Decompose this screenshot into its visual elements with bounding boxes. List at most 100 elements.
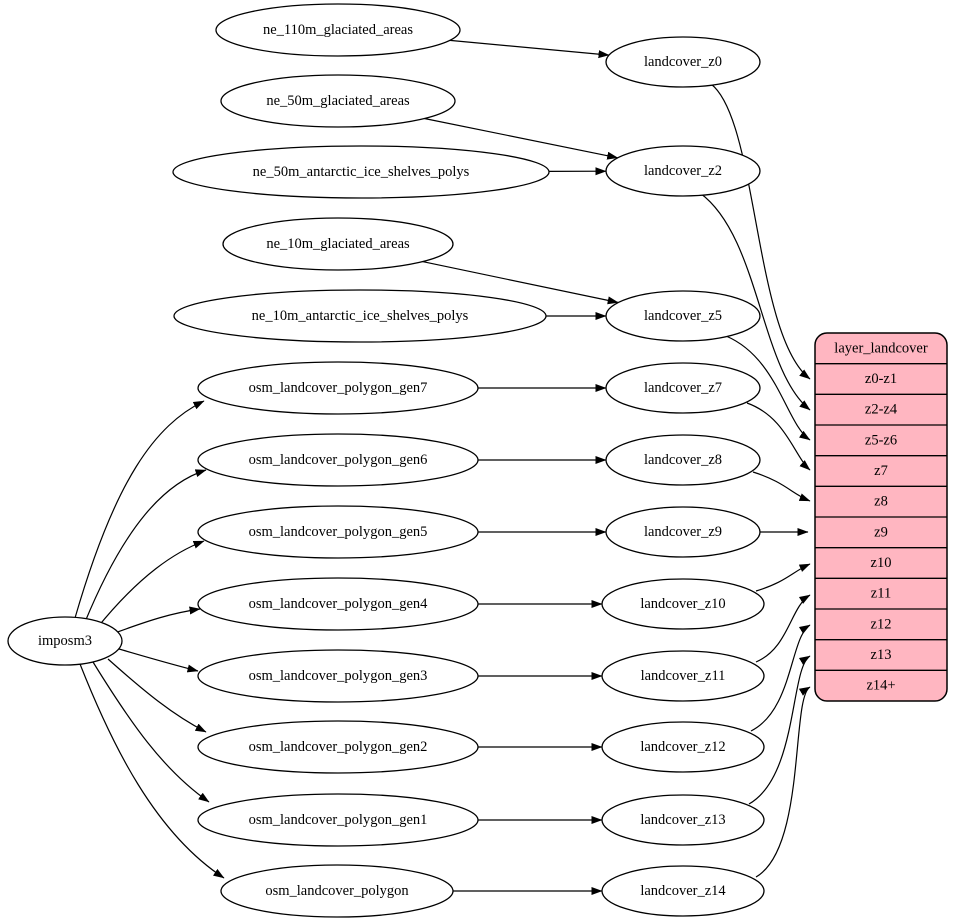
node-imposm3: imposm3 <box>7 616 123 666</box>
node-label: imposm3 <box>38 633 92 649</box>
node-label: ne_10m_glaciated_areas <box>266 236 410 252</box>
edge-imposm3-to-osm_landcover_polygon_gen6 <box>84 469 207 623</box>
table-header: layer_landcover <box>834 340 928 356</box>
table-row-z13: z13 <box>871 647 892 663</box>
node-ellipse <box>605 506 761 558</box>
node-label: osm_landcover_polygon_gen7 <box>249 380 428 396</box>
node-landcover_z9: landcover_z9 <box>605 506 761 558</box>
node-ellipse <box>197 433 479 487</box>
node-osm_landcover_polygon_gen3: osm_landcover_polygon_gen3 <box>197 649 479 703</box>
table-row-z14+: z14+ <box>866 678 895 694</box>
edge-landcover_z7-to-z7 <box>746 402 811 471</box>
node-ne_10m_antarctic_ice_shelves_polys: ne_10m_antarctic_ice_shelves_polys <box>173 289 547 343</box>
edge-imposm3-to-osm_landcover_polygon_gen2 <box>107 658 207 733</box>
edge-imposm3-to-osm_landcover_polygon_gen4 <box>111 606 201 635</box>
node-label: osm_landcover_polygon_gen4 <box>249 596 429 612</box>
node-label: landcover_z7 <box>644 380 722 396</box>
node-osm_landcover_polygon: osm_landcover_polygon <box>220 864 454 918</box>
node-label: landcover_z9 <box>644 524 722 540</box>
node-ellipse <box>605 145 761 197</box>
edge-landcover_z0-to-z0-z1 <box>710 83 811 380</box>
edge-landcover_z5-to-z5-z6 <box>725 335 811 441</box>
node-ellipse <box>197 361 479 415</box>
edge-landcover_z14-to-z14+ <box>755 686 811 878</box>
edge-landcover_z13-to-z13 <box>748 655 811 805</box>
node-landcover_z2: landcover_z2 <box>605 145 761 197</box>
node-ellipse <box>220 74 456 128</box>
edge-landcover_z10-to-z10 <box>755 563 811 592</box>
nodes-layer: imposm3ne_110m_glaciated_areasne_50m_gla… <box>7 3 765 918</box>
node-ellipse <box>601 865 765 917</box>
table-row-z10: z10 <box>871 555 892 571</box>
node-label: landcover_z0 <box>644 54 722 70</box>
node-osm_landcover_polygon_gen6: osm_landcover_polygon_gen6 <box>197 433 479 487</box>
node-ne_110m_glaciated_areas: ne_110m_glaciated_areas <box>215 3 461 57</box>
node-label: ne_110m_glaciated_areas <box>263 22 413 38</box>
node-osm_landcover_polygon_gen2: osm_landcover_polygon_gen2 <box>197 720 479 774</box>
layer-landcover-table: layer_landcoverz0-z1z2-z4z5-z6z7z8z9z10z… <box>814 332 948 702</box>
node-ellipse <box>197 793 479 847</box>
node-ne_10m_glaciated_areas: ne_10m_glaciated_areas <box>222 217 454 271</box>
edge-ne_50m_glaciated_areas-to-landcover_z2 <box>424 117 619 160</box>
node-label: osm_landcover_polygon_gen3 <box>249 668 428 684</box>
edge-landcover_z8-to-z8 <box>752 471 811 502</box>
node-label: osm_landcover_polygon_gen6 <box>249 452 428 468</box>
node-label: osm_landcover_polygon_gen5 <box>249 524 428 540</box>
node-osm_landcover_polygon_gen5: osm_landcover_polygon_gen5 <box>197 505 479 559</box>
edge-imposm3-to-osm_landcover_polygon_gen5 <box>96 540 205 629</box>
node-ellipse <box>197 577 479 631</box>
table-row-z9: z9 <box>874 524 888 540</box>
edge-imposm3-to-osm_landcover_polygon <box>79 663 225 879</box>
node-ellipse <box>173 289 547 343</box>
node-osm_landcover_polygon_gen4: osm_landcover_polygon_gen4 <box>197 577 479 631</box>
table-row-z7: z7 <box>874 463 888 479</box>
node-label: landcover_z2 <box>644 163 722 179</box>
edge-landcover_z11-to-z11 <box>755 594 811 663</box>
table-row-z0-z1: z0-z1 <box>865 371 897 387</box>
node-landcover_z5: landcover_z5 <box>605 290 761 342</box>
table-row-z12: z12 <box>871 616 892 632</box>
node-landcover_z7: landcover_z7 <box>605 362 761 414</box>
edge-landcover_z12-to-z12 <box>750 624 811 732</box>
node-ellipse <box>605 362 761 414</box>
node-landcover_z12: landcover_z12 <box>601 721 765 773</box>
table-row-z5-z6: z5-z6 <box>865 432 897 448</box>
node-label: osm_landcover_polygon <box>265 883 409 899</box>
node-label: landcover_z5 <box>644 308 722 324</box>
node-label: landcover_z12 <box>640 739 725 755</box>
node-landcover_z10: landcover_z10 <box>601 578 765 630</box>
node-ellipse <box>220 864 454 918</box>
node-ellipse <box>215 3 461 57</box>
node-label: landcover_z11 <box>641 668 726 684</box>
edge-imposm3-to-osm_landcover_polygon_gen7 <box>74 400 205 619</box>
node-label: landcover_z8 <box>644 452 722 468</box>
node-ellipse <box>601 721 765 773</box>
node-landcover_z8: landcover_z8 <box>605 434 761 486</box>
node-landcover_z13: landcover_z13 <box>601 794 765 846</box>
node-label: ne_10m_antarctic_ice_shelves_polys <box>252 308 469 324</box>
node-ellipse <box>7 616 123 666</box>
node-ellipse <box>605 290 761 342</box>
node-ellipse <box>197 720 479 774</box>
node-ellipse <box>197 649 479 703</box>
edge-imposm3-to-osm_landcover_polygon_gen3 <box>118 648 199 673</box>
node-osm_landcover_polygon_gen7: osm_landcover_polygon_gen7 <box>197 361 479 415</box>
node-ellipse <box>172 145 550 199</box>
node-label: landcover_z10 <box>640 596 725 612</box>
edge-ne_110m_glaciated_areas-to-landcover_z0 <box>449 39 610 59</box>
node-label: osm_landcover_polygon_gen1 <box>249 812 428 828</box>
node-landcover_z11: landcover_z11 <box>601 650 765 702</box>
table-row-z2-z4: z2-z4 <box>865 402 898 418</box>
edges-layer <box>74 39 811 895</box>
node-landcover_z14: landcover_z14 <box>601 865 765 917</box>
node-ellipse <box>601 794 765 846</box>
node-ellipse <box>601 578 765 630</box>
node-ne_50m_antarctic_ice_shelves_polys: ne_50m_antarctic_ice_shelves_polys <box>172 145 550 199</box>
node-ellipse <box>605 36 761 88</box>
node-ellipse <box>601 650 765 702</box>
table-row-z11: z11 <box>871 586 891 602</box>
node-ellipse <box>605 434 761 486</box>
node-landcover_z0: landcover_z0 <box>605 36 761 88</box>
